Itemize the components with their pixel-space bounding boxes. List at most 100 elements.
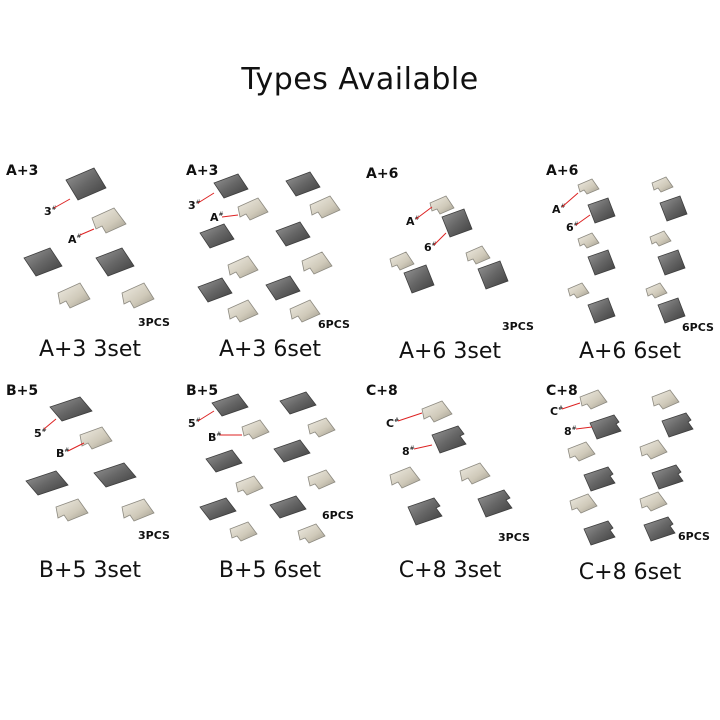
- part-label-2: 6#: [566, 221, 579, 234]
- part-label-1: C#: [550, 405, 563, 418]
- clip-icon: [227, 255, 259, 279]
- part-label-1: 5#: [188, 417, 201, 430]
- part-label-1: 5#: [34, 427, 47, 440]
- clip-icon: [569, 493, 598, 514]
- block-icon: [583, 466, 616, 492]
- clip-icon: [645, 282, 668, 299]
- clip-icon: [91, 207, 127, 234]
- block-icon: [23, 247, 63, 277]
- block-icon: [407, 497, 443, 526]
- block-icon: [197, 277, 233, 303]
- block-icon: [587, 197, 616, 224]
- block-icon: [477, 489, 513, 518]
- clip-icon: [227, 299, 259, 323]
- part-label-2: B#: [56, 447, 69, 460]
- parts-illustration: C# 8#: [386, 400, 513, 526]
- product-cell-c8-3set: C+8 C# 8# 3PCS C+8 3set: [360, 383, 540, 608]
- block-icon: [583, 520, 616, 546]
- block-icon: [95, 247, 135, 277]
- clip-icon: [651, 389, 680, 410]
- pointer-arrow: [43, 418, 57, 430]
- parts-illustration: A# 6#: [552, 176, 688, 324]
- block-icon: [589, 414, 622, 440]
- block-icon: [273, 439, 311, 463]
- block-icon: [651, 464, 684, 490]
- pointer-arrow: [79, 228, 95, 236]
- pcs-label: 6PCS: [682, 321, 714, 334]
- block-icon: [403, 264, 435, 294]
- pointer-arrow: [575, 426, 593, 430]
- product-cell-b5-6set: B+5 5# B# 6PCS B+5 6set: [180, 383, 360, 608]
- block-icon: [431, 425, 467, 454]
- block-icon: [477, 260, 509, 290]
- clip-icon: [579, 389, 608, 410]
- type-code: B+5: [186, 383, 219, 399]
- block-icon: [587, 297, 616, 324]
- clip-icon: [639, 491, 668, 512]
- pcs-label: 6PCS: [322, 509, 354, 522]
- part-label-1: 3#: [188, 199, 201, 212]
- pcs-label: 6PCS: [678, 530, 710, 543]
- product-cell-a6-3set: A+6 A# 6# 3PCS A+6 3set: [360, 163, 540, 388]
- clip-icon: [235, 475, 264, 496]
- set-caption: B+5 6set: [218, 558, 322, 583]
- clip-icon: [121, 282, 155, 309]
- part-label-2: B#: [208, 431, 221, 444]
- clip-icon: [651, 176, 674, 193]
- block-icon: [265, 275, 301, 301]
- pointer-arrow: [433, 232, 447, 246]
- product-cell-c8-6set: C+8 C# 8# 6PCS C+8 6set: [540, 383, 720, 608]
- part-label-2: 8#: [402, 445, 415, 458]
- block-icon: [93, 462, 137, 488]
- clip-icon: [649, 230, 672, 247]
- block-icon: [279, 391, 317, 415]
- part-label-1: 3#: [44, 205, 57, 218]
- parts-illustration: A# 6#: [389, 195, 509, 294]
- type-code: B+5: [6, 383, 39, 399]
- clip-icon: [389, 251, 415, 271]
- clip-icon: [567, 441, 596, 462]
- set-caption: A+6 6set: [578, 339, 682, 364]
- clip-icon: [229, 521, 258, 542]
- block-icon: [441, 208, 473, 238]
- set-caption: B+5 3set: [38, 558, 142, 583]
- product-cell-a3-6set: A+3 3# A# 6PCS A+3 6set: [180, 163, 360, 388]
- pointer-arrow: [575, 214, 591, 226]
- pointer-arrow: [561, 402, 581, 410]
- set-caption: C+8 3set: [398, 558, 502, 583]
- block-icon: [211, 393, 249, 417]
- clip-icon: [309, 195, 341, 219]
- clip-icon: [421, 400, 453, 423]
- parts-illustration: C# 8#: [550, 389, 694, 546]
- block-icon: [659, 195, 688, 222]
- clip-icon: [121, 498, 155, 522]
- block-icon: [657, 249, 686, 276]
- clip-icon: [301, 251, 333, 275]
- pcs-label: 3PCS: [138, 316, 170, 329]
- clip-icon: [577, 178, 600, 195]
- type-code: A+6: [366, 166, 399, 182]
- clip-icon: [459, 462, 491, 485]
- product-cell-a3-3set: A+3 3# A# 3PCS A+3 3set: [0, 163, 180, 388]
- block-icon: [661, 412, 694, 438]
- block-icon: [643, 516, 676, 542]
- clip-icon: [429, 195, 455, 215]
- part-label-2: 8#: [564, 425, 577, 438]
- block-icon: [205, 449, 243, 473]
- pointer-arrow: [67, 442, 85, 452]
- clip-icon: [241, 419, 270, 440]
- block-icon: [657, 297, 686, 324]
- pcs-label: 3PCS: [138, 529, 170, 542]
- pointer-arrow: [53, 198, 71, 209]
- clip-icon: [307, 469, 336, 490]
- type-code: C+8: [546, 383, 578, 399]
- parts-illustration: 3# A#: [188, 171, 341, 323]
- clip-icon: [567, 282, 590, 299]
- set-caption: A+6 3set: [398, 339, 502, 364]
- clip-icon: [577, 232, 600, 249]
- page-title: Types Available: [241, 62, 479, 97]
- clip-icon: [289, 299, 321, 323]
- set-caption: A+3 6set: [218, 337, 322, 362]
- clip-icon: [57, 282, 91, 309]
- clip-icon: [237, 197, 269, 221]
